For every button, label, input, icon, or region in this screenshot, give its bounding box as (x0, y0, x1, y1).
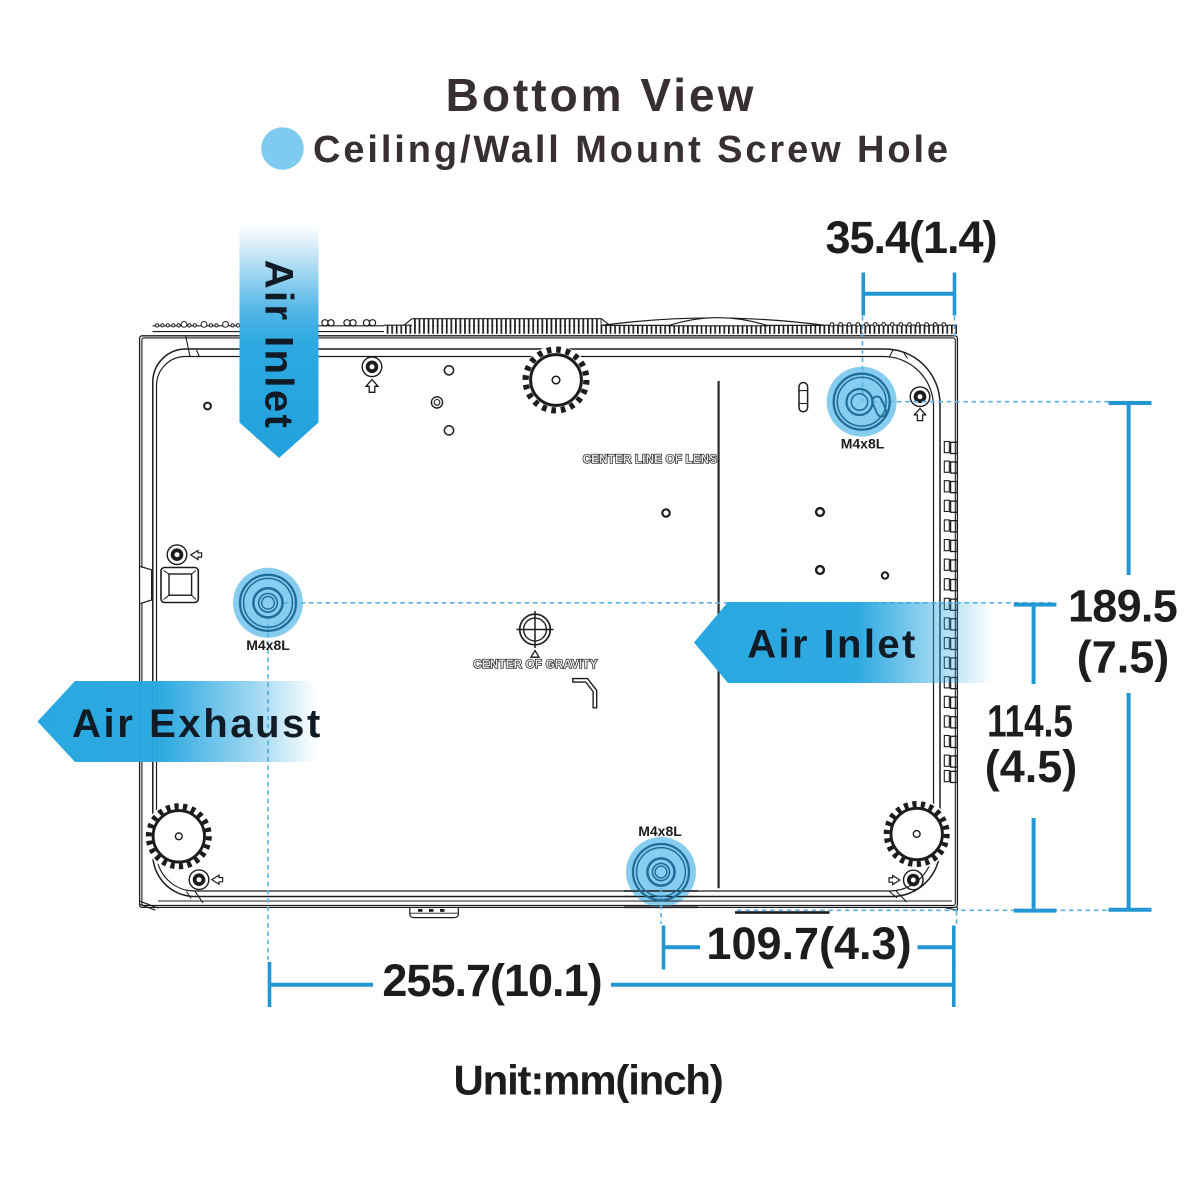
svg-text:M4x8L: M4x8L (246, 637, 290, 653)
svg-text:35.4(1.4): 35.4(1.4) (825, 212, 996, 263)
svg-text:(4.5): (4.5) (985, 741, 1078, 792)
svg-text:Air Exhaust: Air Exhaust (72, 702, 323, 746)
svg-text:255.7(10.1): 255.7(10.1) (382, 955, 601, 1006)
svg-text:Bottom View: Bottom View (446, 69, 757, 121)
svg-text:CENTER LINE OF LENS: CENTER LINE OF LENS (583, 453, 718, 466)
svg-text:M4x8L: M4x8L (841, 436, 885, 452)
svg-text:109.7(4.3): 109.7(4.3) (706, 918, 911, 969)
svg-text:CENTER OF GRAVITY: CENTER OF GRAVITY (473, 658, 597, 671)
svg-text:Air Inlet: Air Inlet (747, 623, 918, 667)
svg-text:Air Inlet: Air Inlet (257, 260, 301, 431)
svg-text:Unit:mm(inch): Unit:mm(inch) (453, 1057, 722, 1104)
svg-text:189.5: 189.5 (1068, 581, 1177, 632)
svg-text:M4x8L: M4x8L (638, 823, 682, 839)
svg-text:(7.5): (7.5) (1077, 632, 1170, 683)
svg-text:Ceiling/Wall Mount Screw Hole: Ceiling/Wall Mount Screw Hole (313, 129, 951, 171)
svg-text:114.5: 114.5 (987, 695, 1073, 746)
